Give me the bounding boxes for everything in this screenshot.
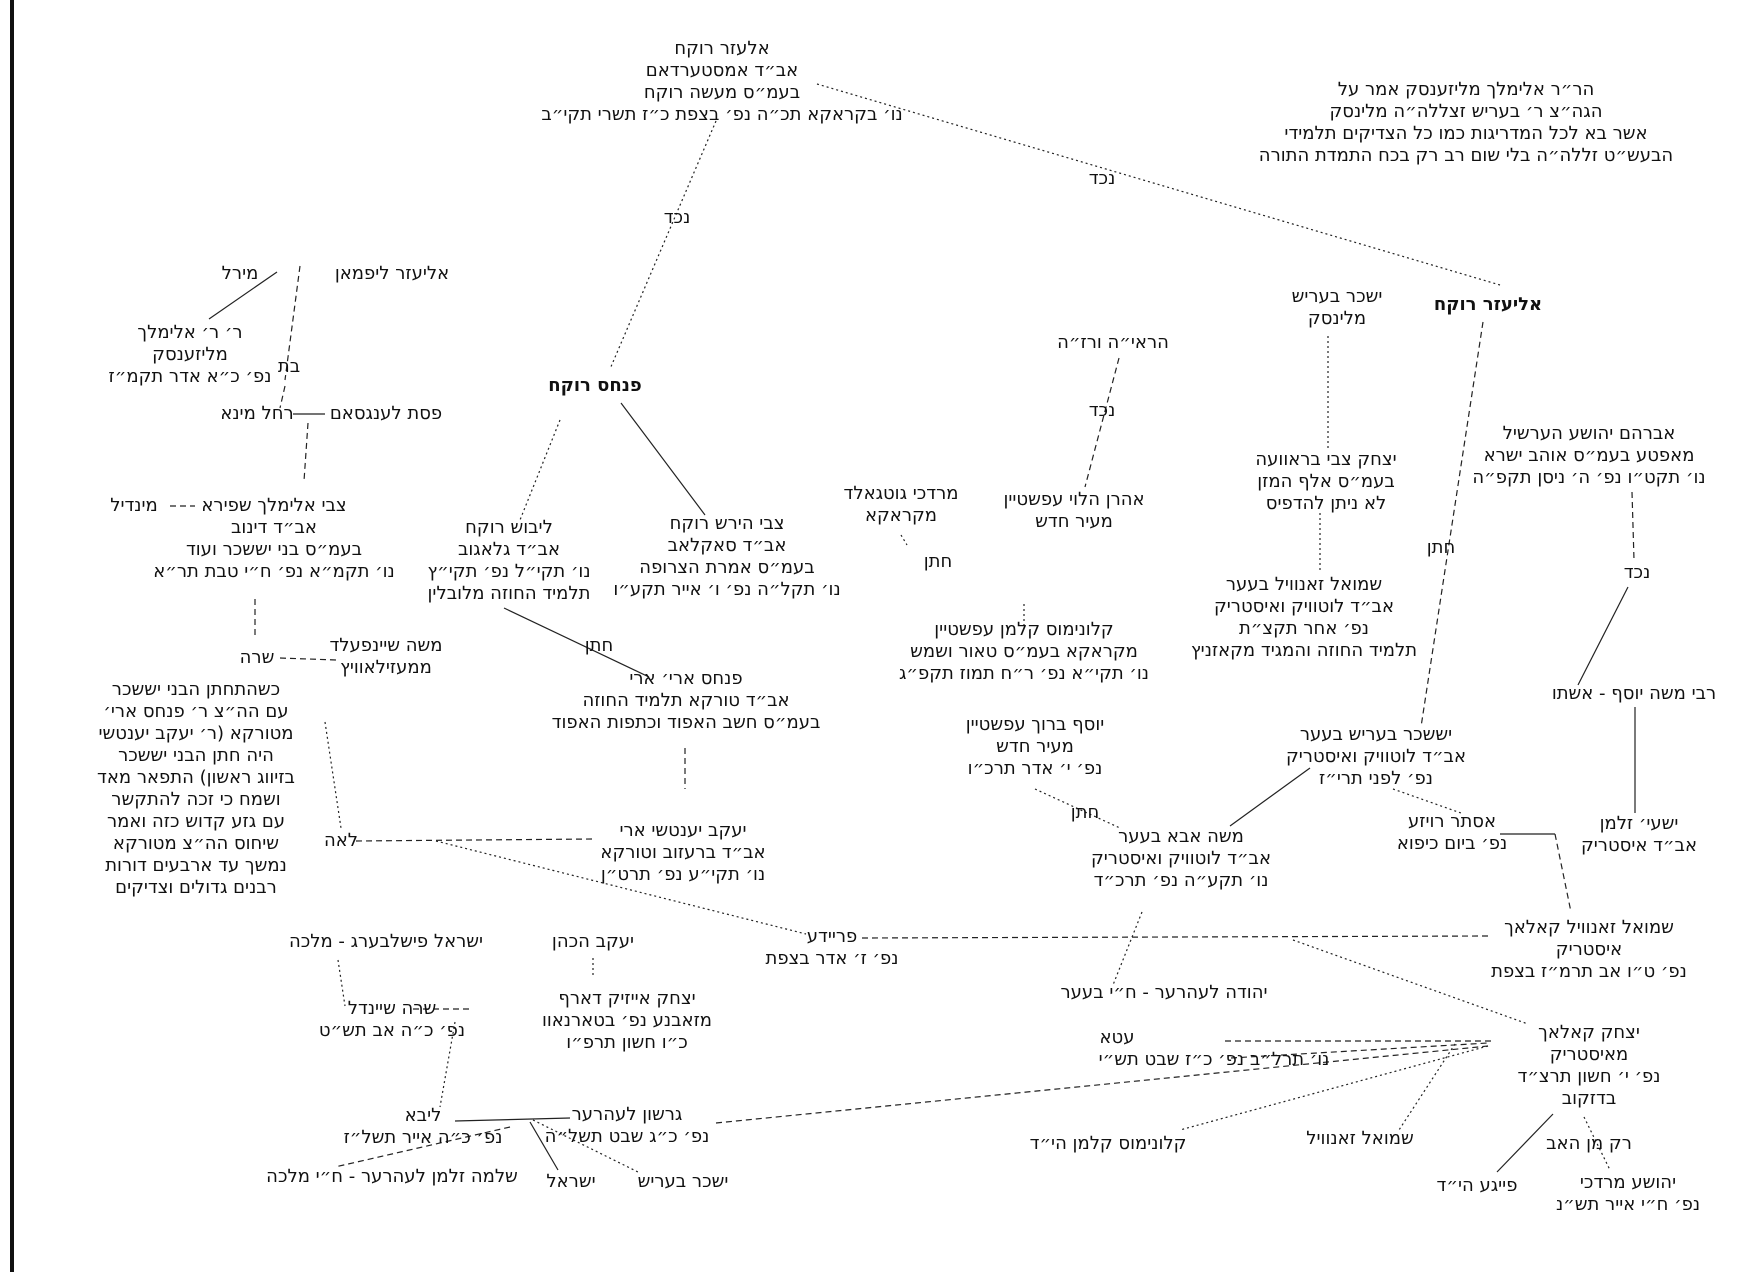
connector <box>1112 911 1143 986</box>
node-yaakov-hakohen: יעקב הכהן <box>551 931 635 952</box>
relation-label-chatan: חתן <box>1426 537 1456 558</box>
node-pinchas-rokeach: פנחס רוקח <box>548 375 642 396</box>
connector <box>435 840 807 935</box>
node-elazar-lipman: אליעזר ליפמאן <box>334 263 450 284</box>
connector <box>503 607 650 678</box>
connector <box>454 1117 571 1122</box>
connector <box>439 1021 456 1108</box>
relation-label-nekhed: נכד <box>1623 562 1651 583</box>
connector <box>620 402 706 516</box>
connector <box>1230 1042 1489 1059</box>
connector <box>529 1121 559 1171</box>
connector <box>1398 1043 1456 1131</box>
node-eta-dates: נו׳ תרל״ב נפ׳ כ״ז שבט תש״י <box>1098 1049 1330 1070</box>
node-feige: פייגע הי״ד <box>1436 1175 1518 1196</box>
node-shmuel-zanvil: שמואל זאנוויל <box>1306 1128 1414 1149</box>
connector <box>609 120 717 370</box>
relation-label-bat: בת <box>277 356 301 377</box>
connector <box>816 83 1501 286</box>
connector <box>519 419 561 521</box>
connector <box>355 838 594 842</box>
connector <box>1292 939 1529 1025</box>
node-mindel: מינדיל <box>110 495 158 516</box>
node-kalonymus-hyd: קלונימוס קלמן הי״ד <box>1029 1133 1187 1154</box>
relation-label-nekhed: נכד <box>1088 168 1116 189</box>
connector <box>324 721 342 829</box>
connector <box>1229 767 1311 827</box>
connector <box>1179 1045 1489 1131</box>
connector <box>1631 491 1635 561</box>
node-yissachar-berish: ישכר בעריש <box>637 1171 729 1192</box>
node-eta: עטא <box>1099 1027 1135 1048</box>
node-rabbi-moshe-yosef: רבי משה יוסף - אשתו <box>1551 683 1717 704</box>
connector <box>1034 788 1121 829</box>
relation-label-chatan: חתן <box>1070 802 1100 823</box>
node-yisrael-fishelberg: ישראל פישלבערג - מלכה <box>288 931 484 952</box>
connector <box>279 385 286 409</box>
connector <box>1084 357 1120 488</box>
connector <box>284 265 301 381</box>
relation-label-nekhed: נכד <box>1088 400 1116 421</box>
connector <box>861 935 1489 939</box>
scan-border <box>10 0 14 1272</box>
connector <box>1392 788 1462 814</box>
node-elazar-rokeach: אליעזר רוקח <box>1433 294 1543 315</box>
node-sarah: שרה <box>239 647 275 668</box>
node-mirel: מירל <box>221 263 259 284</box>
node-pesach-langsam: פסת לענגסאם <box>329 403 443 424</box>
node-yisrael: ישראל <box>546 1171 596 1192</box>
connector <box>1554 833 1572 913</box>
relation-label-chatan: חתן <box>584 635 614 656</box>
connector <box>1496 1113 1554 1173</box>
node-haraah: הראי״ה ורז״ה <box>1057 332 1169 353</box>
name: אלעזר רוקח <box>674 38 770 59</box>
relation-label-chatan: חתן <box>923 551 953 572</box>
connector <box>1420 321 1484 728</box>
connector <box>303 422 309 482</box>
connector <box>1577 586 1629 686</box>
node-yehuda-lehrer: יהודה לעהרער - ח״י בעער <box>1060 982 1268 1003</box>
node-rachel-mina: רחל מינא <box>220 403 294 424</box>
connector <box>208 271 278 320</box>
connector <box>900 534 908 546</box>
relation-label-rak-min-haav: רק מן האב <box>1546 1133 1632 1154</box>
connector <box>279 657 337 661</box>
node-shlomo-zalman: שלמה זלמן לעהרער - ח״י מלכה <box>266 1166 518 1187</box>
node-leah: לאה <box>323 830 359 851</box>
relation-label-nekhed: נכד <box>663 207 691 228</box>
